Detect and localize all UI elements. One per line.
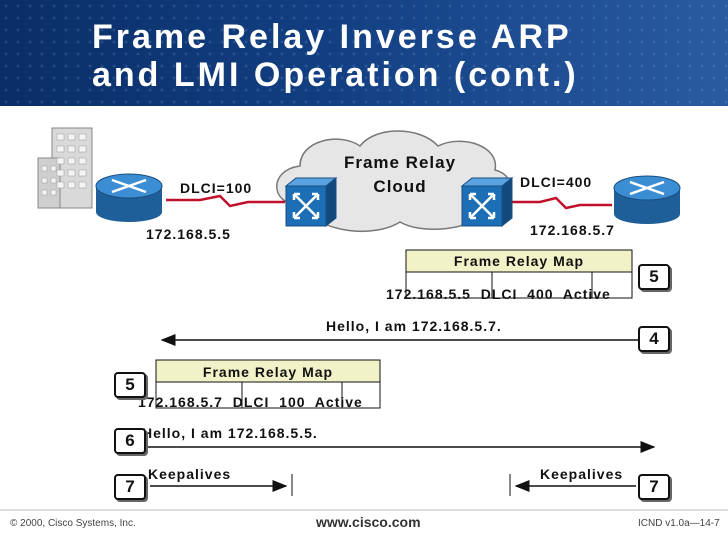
step-badge: 6	[114, 428, 146, 454]
building-icon	[37, 127, 93, 209]
router-icon	[95, 173, 163, 222]
slide-title-line2: and LMI Operation (cont.)	[92, 56, 579, 94]
cloud-label-line1: Frame Relay	[343, 153, 457, 172]
left-ip-label: 172.168.5.5	[146, 226, 231, 242]
left-serial-link	[166, 194, 285, 208]
slide-title-line1: Frame Relay Inverse ARP	[92, 18, 572, 56]
step-badge: 7	[638, 474, 670, 500]
frame-relay-switch-icon	[284, 176, 338, 228]
hello-left-message: Hello, I am 172.168.5.5.	[142, 425, 318, 441]
left-map-title: Frame Relay Map	[202, 364, 334, 380]
step-badge: 5	[114, 372, 146, 398]
left-map-entry: 172.168.5.7 DLCI 100 Active	[138, 394, 363, 410]
frame-relay-switch-icon	[460, 176, 514, 228]
footer-website: www.cisco.com	[316, 514, 421, 530]
right-map-entry: 172.168.5.5 DLCI 400 Active	[386, 286, 611, 302]
cloud-label-line2: Cloud	[373, 177, 427, 196]
footer-slide-ref: ICND v1.0a—14-7	[638, 518, 720, 529]
footer-copyright: © 2000, Cisco Systems, Inc.	[10, 518, 136, 529]
step-badge: 4	[638, 326, 670, 352]
right-map-title: Frame Relay Map	[453, 253, 585, 269]
hello-right-message: Hello, I am 172.168.5.7.	[326, 318, 502, 334]
keepalive-right-label: Keepalives	[540, 466, 624, 482]
step-badge: 5	[638, 264, 670, 290]
right-ip-label: 172.168.5.7	[530, 222, 615, 238]
right-map-table	[405, 249, 633, 299]
step-badge: 7	[114, 474, 146, 500]
banner-pattern	[0, 0, 728, 106]
right-serial-link	[510, 196, 612, 210]
title-banner: Frame Relay Inverse ARP and LMI Operatio…	[0, 0, 728, 106]
left-map-table	[155, 359, 381, 409]
keepalive-left-label: Keepalives	[148, 466, 232, 482]
left-dlci-label: DLCI=100	[180, 180, 253, 196]
router-icon	[613, 175, 681, 224]
right-dlci-label: DLCI=400	[520, 174, 593, 190]
